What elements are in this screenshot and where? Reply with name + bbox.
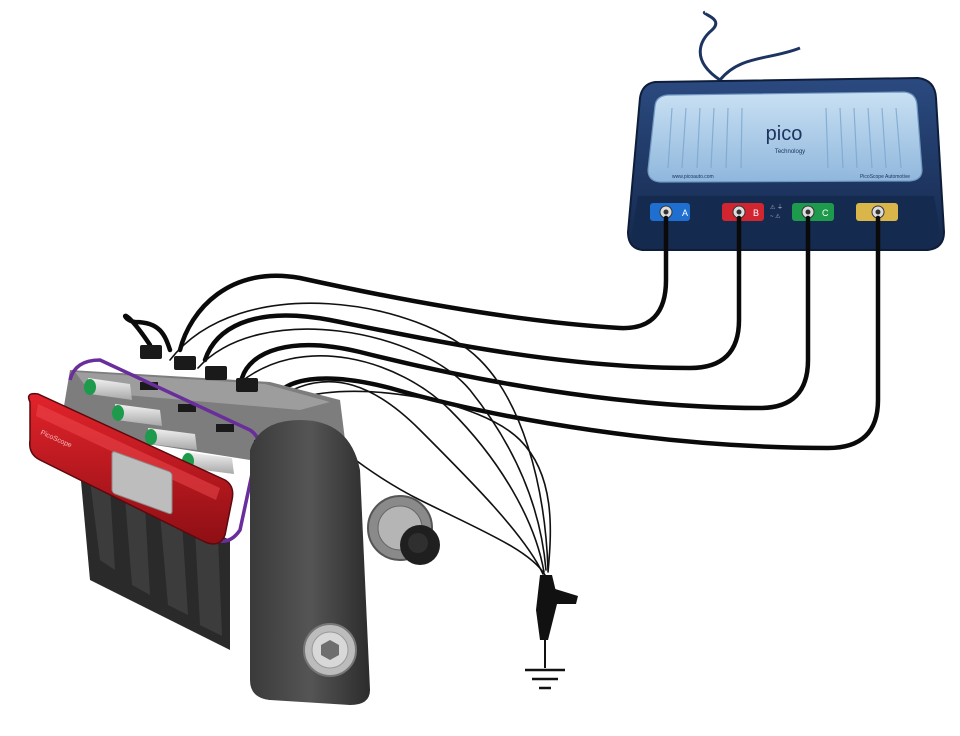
oscilloscope: pico Technology www.picoauto.com PicoSco… [626,10,946,251]
coil-3[interactable] [145,428,197,450]
scope-model: PicoScope Automotive [860,174,910,180]
scope-brand-sub: Technology [775,149,805,155]
ground-leads [169,302,552,576]
coil-1[interactable] [84,378,132,400]
scope-top-panel [647,91,923,183]
engine-cover-badge [111,451,173,515]
coil-2[interactable] [112,404,162,426]
channel-b[interactable]: B [722,203,764,221]
warning-symbols: ⚠ ⏚ ~ ⚠ [770,204,783,220]
channel-a-label: A [682,208,688,218]
scope-brand: pico [766,123,803,145]
scope-website: www.picoauto.com [672,174,714,180]
cable-channel-b[interactable] [202,215,742,371]
ground-clip[interactable] [536,575,578,668]
engine-block [80,470,230,650]
cable-channel-a[interactable] [177,215,669,353]
svg-text:~ ⚠: ~ ⚠ [770,213,781,220]
cable-channel-d[interactable] [272,215,881,451]
channel-c-label: C [822,208,829,218]
engine: PicoScope [27,345,440,705]
alternator [367,495,440,565]
cable-channel-c[interactable] [239,215,811,411]
channel-a[interactable]: A [650,203,690,221]
channel-d[interactable] [856,203,898,221]
channel-c[interactable]: C [792,203,834,221]
probe-cables [122,215,881,451]
ground-symbol [525,668,565,690]
scope-ribs [667,107,902,169]
svg-text:⚠ ⏚: ⚠ ⏚ [770,204,783,211]
usb-cable [698,10,801,82]
channel-b-label: B [753,208,759,218]
